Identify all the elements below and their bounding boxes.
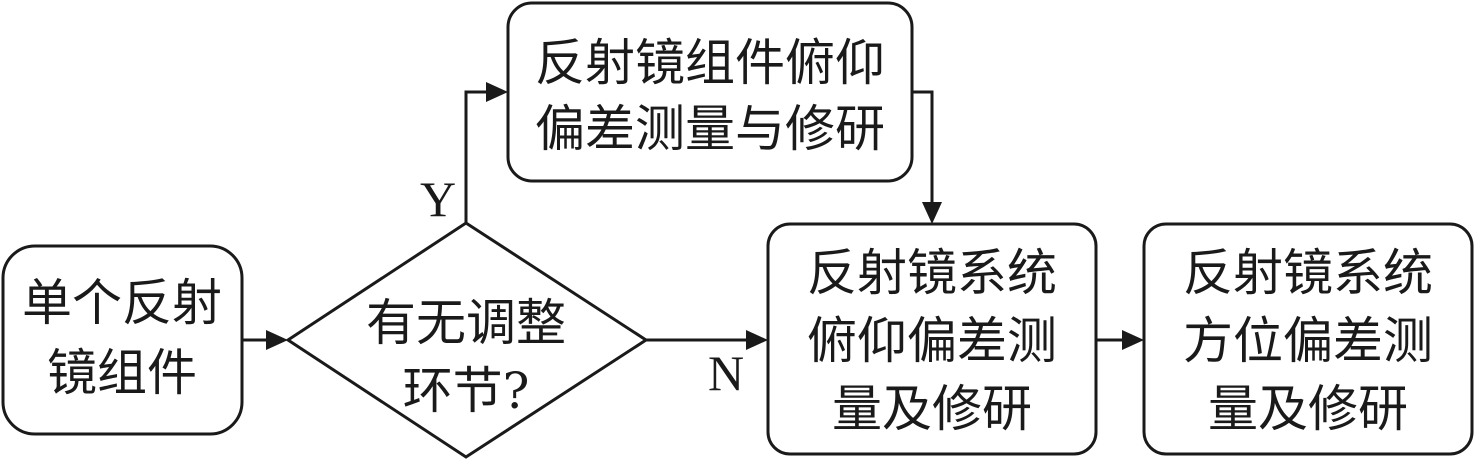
node-pitch-system-line-3: 量及修研	[832, 380, 1032, 438]
node-start-line-1: 单个反射	[22, 274, 222, 332]
arrowhead-decision-no	[746, 330, 768, 350]
node-pitch-component-line-1: 反射镜组件俯仰	[535, 34, 885, 92]
node-pitch-system-line-2: 俯仰偏差测	[807, 312, 1057, 370]
node-azimuth-system-line-3: 量及修研	[1208, 380, 1408, 438]
arrowhead-decision-yes	[486, 82, 508, 102]
node-pitch-component: 反射镜组件俯仰 偏差测量与修研	[506, 1, 914, 183]
arrowhead-pitch-system-to-azimuth-system	[1122, 330, 1144, 350]
node-pitch-system: 反射镜系统 俯仰偏差测 量及修研	[766, 222, 1098, 456]
node-start-line-2: 镜组件	[47, 344, 197, 402]
node-decision-line-1: 有无调整	[366, 294, 566, 352]
node-azimuth-system-line-1: 反射镜系统	[1183, 244, 1433, 302]
node-azimuth-system-box	[1142, 222, 1474, 456]
node-pitch-component-box	[506, 1, 914, 183]
node-pitch-system-box	[766, 222, 1098, 456]
node-decision-line-2: 环节?	[403, 362, 530, 420]
node-decision-diamond	[285, 221, 649, 459]
yes-label: Y	[420, 171, 456, 227]
edges	[242, 82, 1144, 350]
arrowhead-start-to-decision	[266, 330, 288, 350]
node-azimuth-system: 反射镜系统 方位偏差测 量及修研	[1142, 222, 1474, 456]
edge-pitch-component-to-pitch-system	[912, 90, 934, 204]
node-start: 单个反射 镜组件	[1, 244, 244, 436]
node-pitch-system-line-1: 反射镜系统	[807, 244, 1057, 302]
no-label: N	[708, 345, 744, 401]
node-pitch-component-line-2: 偏差测量与修研	[535, 100, 885, 158]
node-azimuth-system-line-2: 方位偏差测	[1183, 312, 1433, 370]
edge-decision-yes	[464, 90, 488, 223]
node-decision: 有无调整 环节?	[285, 221, 649, 459]
arrowhead-pitch-component-to-pitch-system	[922, 202, 942, 224]
node-start-box	[1, 244, 244, 436]
